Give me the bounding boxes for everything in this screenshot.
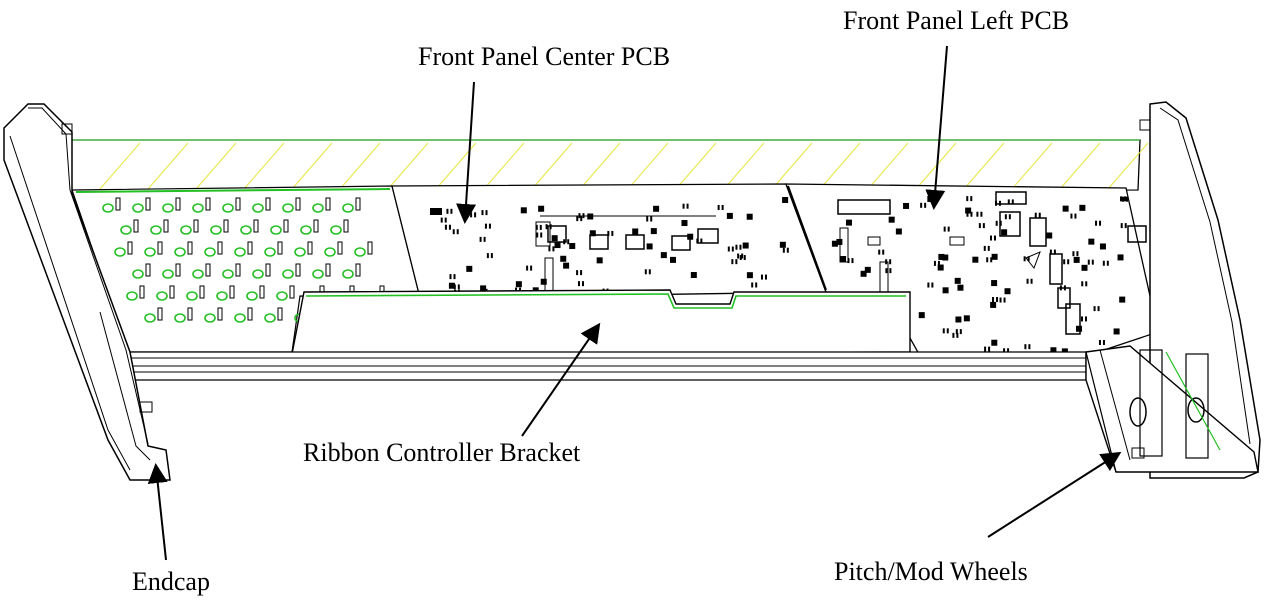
arrow-pitch-mod-wheels bbox=[987, 451, 1122, 538]
label-pitch-mod-wheels: Pitch/Mod Wheels bbox=[834, 557, 1028, 586]
pitch-mod-wheel-box bbox=[1085, 345, 1259, 473]
center-pcb bbox=[391, 183, 827, 299]
back-rail bbox=[61, 139, 1149, 193]
front-rail bbox=[125, 351, 1087, 381]
arrow-front-panel-left-pcb bbox=[925, 45, 948, 210]
label-endcap: Endcap bbox=[132, 567, 210, 596]
ribbon-controller-bracket-shape bbox=[291, 289, 911, 355]
arrow-ribbon-controller-bracket bbox=[521, 322, 601, 437]
endcap-shape bbox=[3, 103, 171, 481]
label-ribbon-controller-bracket: Ribbon Controller Bracket bbox=[303, 438, 581, 467]
arrow-endcap bbox=[147, 463, 168, 561]
label-front-panel-left-pcb: Front Panel Left PCB bbox=[843, 6, 1070, 35]
label-front-panel-center-pcb: Front Panel Center PCB bbox=[418, 42, 671, 71]
right-endcap-shape bbox=[1139, 101, 1261, 479]
arrow-front-panel-center-pcb bbox=[456, 81, 477, 224]
